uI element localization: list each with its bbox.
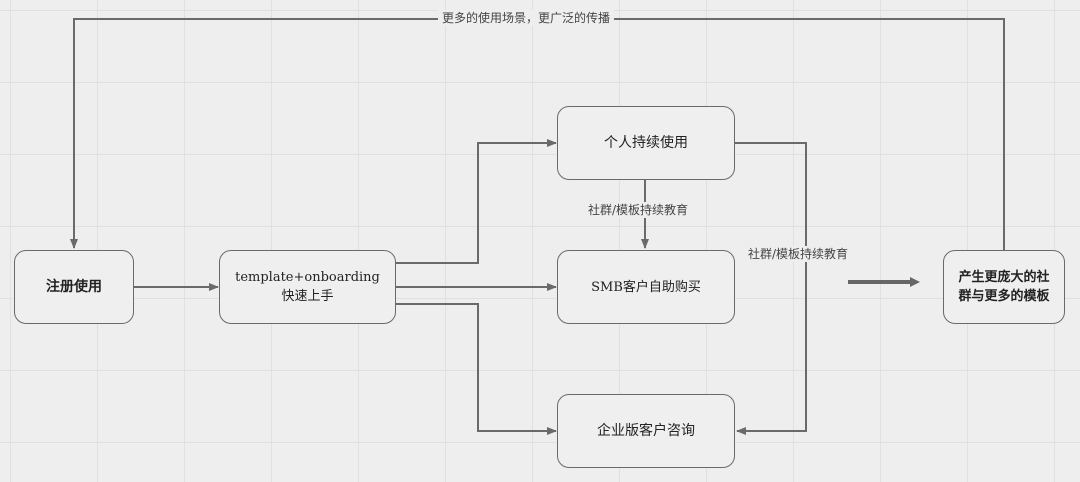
edge-template-to-personal [396, 139, 557, 264]
node-result: 产生更庞大的社 群与更多的模板 [943, 250, 1065, 324]
edge-personal-to-enterprise [735, 142, 807, 435]
node-result-line1: 产生更庞大的社 [958, 270, 1050, 285]
edge-template-to-enterprise [396, 303, 557, 435]
node-enterprise-label: 企业版客户咨询 [597, 422, 695, 439]
edge-feedback-loop [70, 18, 1005, 250]
node-smb-label: SMB客户自助购买 [591, 279, 701, 295]
node-template-line1: template+onboarding [235, 270, 380, 285]
node-smb-self-purchase: SMB客户自助购买 [557, 250, 735, 324]
edge-label-personal-to-smb: 社群/模板持续教育 [584, 202, 693, 218]
node-register: 注册使用 [14, 250, 134, 324]
node-result-line2: 群与更多的模板 [958, 289, 1050, 304]
node-register-label: 注册使用 [46, 278, 102, 295]
node-personal-use: 个人持续使用 [557, 106, 735, 180]
edge-label-to-result: 社群/模板持续教育 [744, 246, 853, 262]
node-personal-label: 个人持续使用 [604, 134, 688, 151]
edge-label-feedback-loop: 更多的使用场景，更广泛的传播 [438, 10, 615, 26]
node-template-onboarding: template+onboarding 快速上手 [219, 250, 396, 324]
node-template-line2: 快速上手 [281, 289, 334, 304]
node-enterprise-inquiry: 企业版客户咨询 [557, 394, 735, 468]
